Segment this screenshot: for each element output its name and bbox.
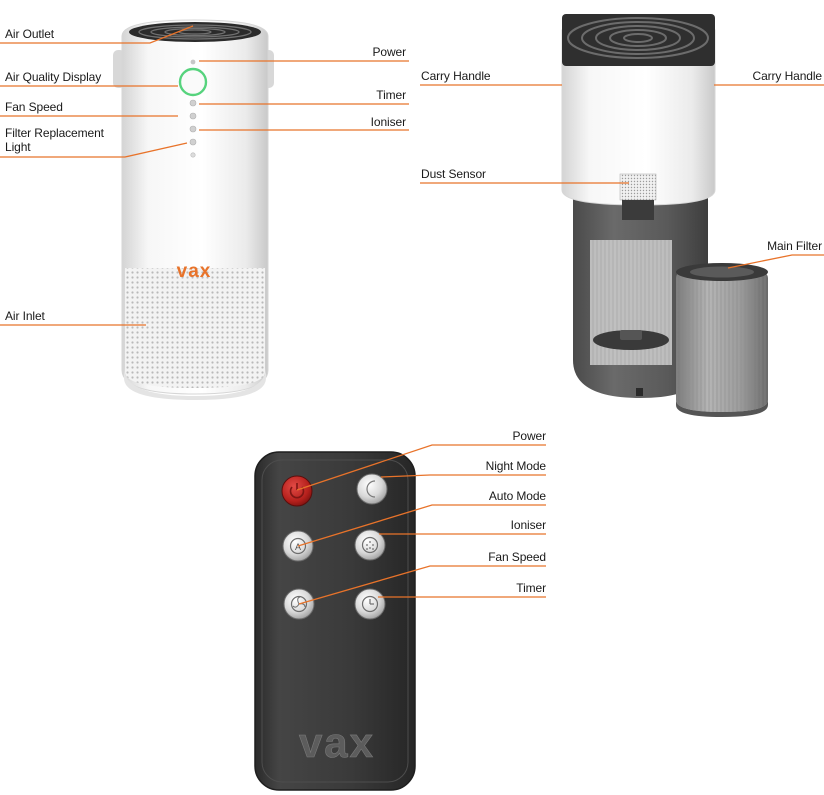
purifier-logo: vax [177, 261, 212, 282]
purifier-open-illustration [561, 14, 768, 417]
leader-remote-auto-mode [297, 504, 546, 547]
leader-remote-night-mode [380, 474, 546, 478]
leader-remote-fan-speed [298, 565, 546, 605]
label-air-inlet: Air Inlet [5, 309, 45, 323]
leader-main-filter [727, 254, 824, 269]
ioniser-icon [366, 541, 374, 550]
power-icon [289, 486, 305, 499]
label-power: Power [372, 45, 406, 59]
label-remote-fan-speed: Fan Speed [488, 550, 546, 564]
purifier-front-illustration [113, 19, 274, 400]
leader-air-outlet [0, 25, 194, 44]
label-timer: Timer [376, 88, 406, 102]
label-remote-night-mode: Night Mode [485, 459, 546, 473]
label-remote-ioniser: Ioniser [510, 518, 546, 532]
remote-logo: vax [299, 719, 375, 766]
remote-night-mode-button[interactable] [356, 473, 388, 505]
leader-filter-replacement-light [0, 142, 188, 158]
label-main-filter: Main Filter [767, 239, 822, 253]
leader-lines [0, 25, 824, 605]
leader-remote-power [296, 444, 546, 491]
label-air-outlet: Air Outlet [5, 27, 55, 41]
remote-illustration: A vax [254, 451, 416, 791]
remote-power-button[interactable] [281, 475, 313, 507]
label-filter-replacement-light: Filter Replacement Light [5, 126, 104, 154]
auto-mode-icon: A [295, 542, 301, 552]
air-quality-ring-icon [178, 67, 208, 97]
moon-icon [366, 480, 376, 498]
label-dust-sensor: Dust Sensor [421, 167, 486, 181]
label-remote-timer: Timer [516, 581, 546, 595]
label-air-quality-display: Air Quality Display [5, 70, 102, 84]
label-remote-power: Power [512, 429, 546, 443]
remote-timer-button[interactable] [354, 588, 386, 620]
label-carry-handle-left: Carry Handle [421, 69, 491, 83]
label-fan-speed: Fan Speed [5, 100, 63, 114]
remote-ioniser-button[interactable] [354, 529, 386, 561]
timer-icon [369, 599, 374, 605]
label-remote-auto-mode: Auto Mode [488, 489, 546, 503]
label-ioniser: Ioniser [370, 115, 406, 129]
label-carry-handle-right: Carry Handle [752, 69, 823, 83]
